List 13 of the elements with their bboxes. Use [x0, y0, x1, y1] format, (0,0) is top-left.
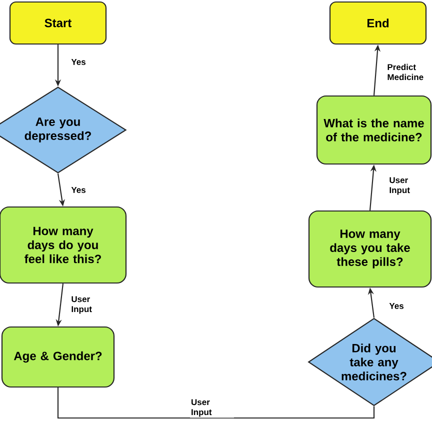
process-box: How many days you take these pills? — [308, 210, 432, 288]
edge-label: User Input — [390, 177, 410, 195]
edge-label: Yes — [71, 187, 86, 193]
edge-label: User Input — [192, 399, 212, 417]
edge-label: Yes — [71, 59, 86, 65]
edge-label: User Input — [72, 296, 92, 314]
process-box: How many days do you feel like this? — [0, 206, 127, 284]
process-box: What is the name of the medicine? — [316, 95, 432, 165]
terminal-box: End — [329, 1, 427, 45]
process-box: Age & Gender? — [1, 326, 115, 388]
edge-label: Predict Medicine — [388, 64, 424, 80]
terminal-box: Start — [9, 1, 107, 45]
edge-label: Yes — [389, 303, 404, 309]
